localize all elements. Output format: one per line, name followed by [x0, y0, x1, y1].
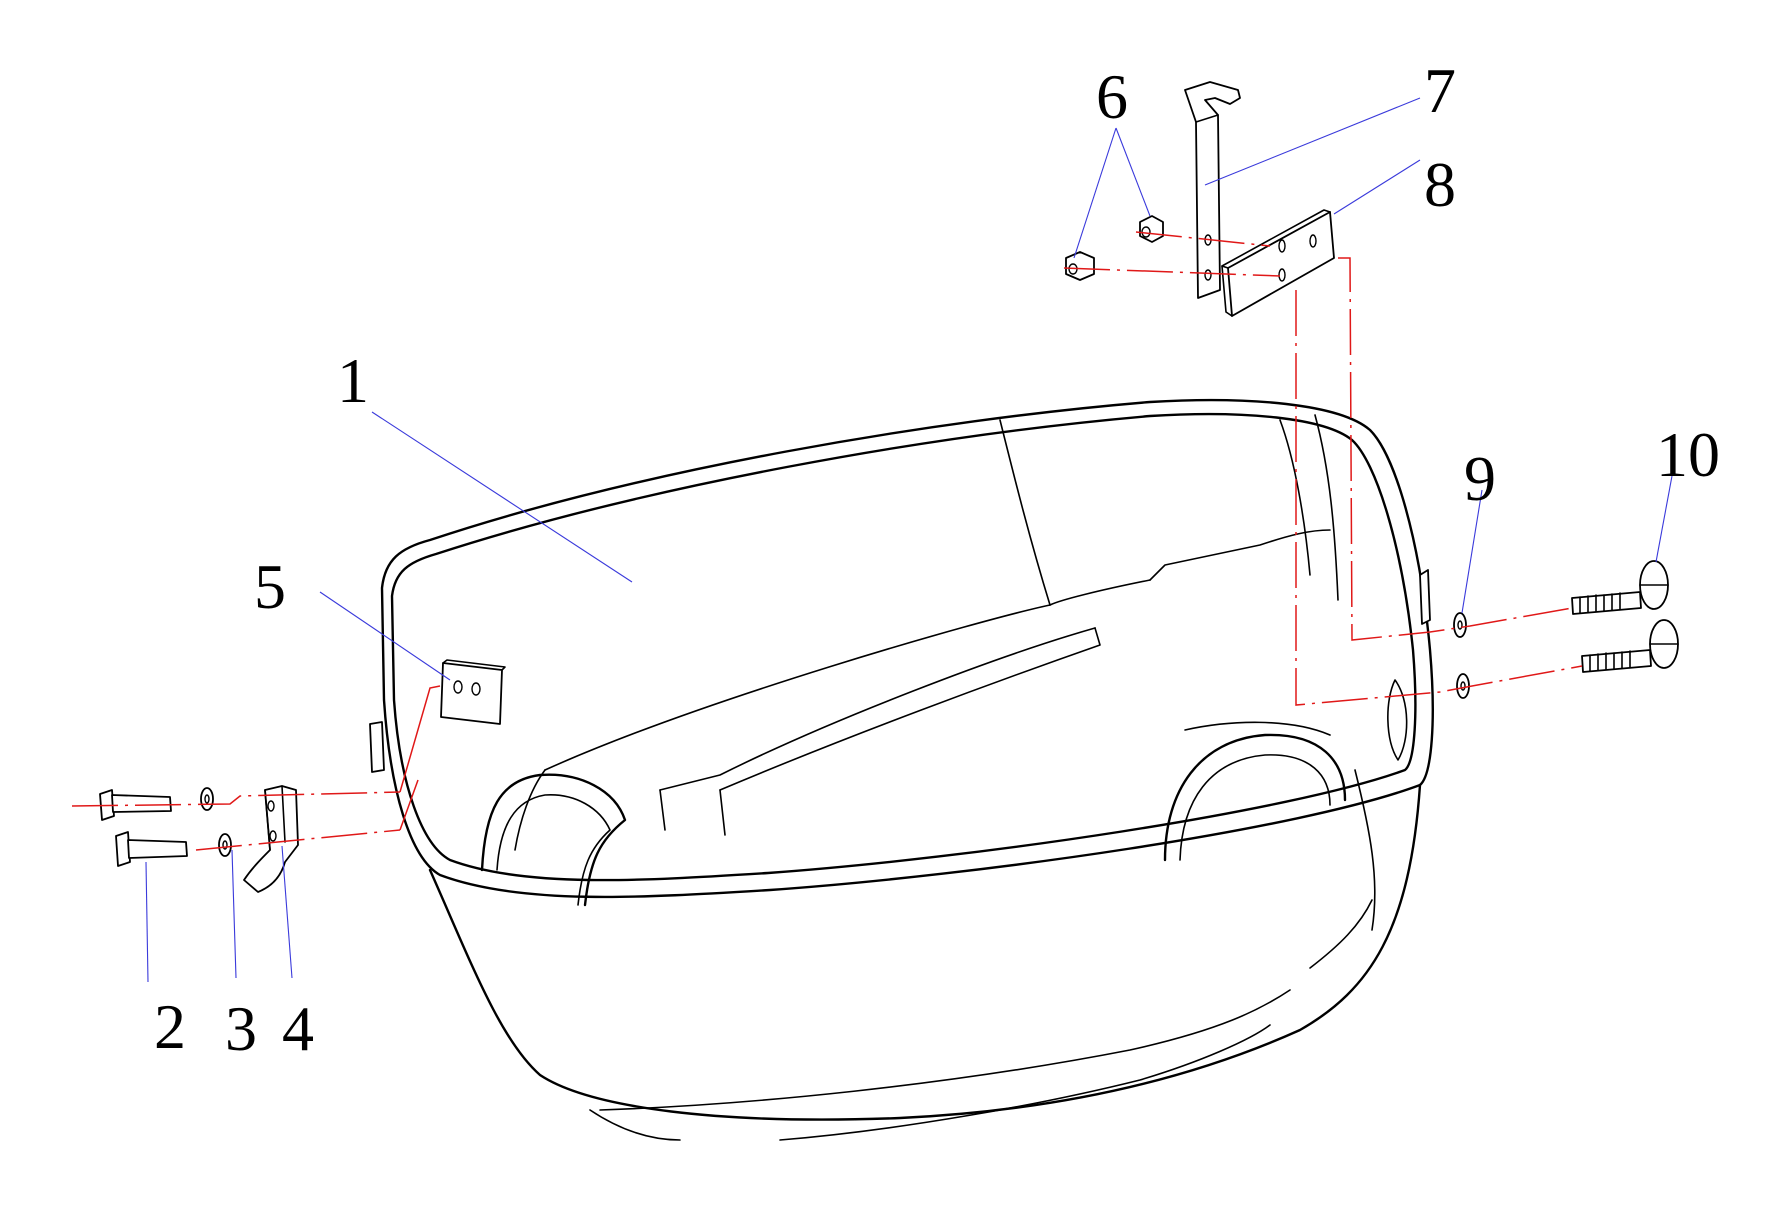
- part-6-nut-lower: [1065, 251, 1095, 281]
- callout-4: 4: [282, 993, 314, 1064]
- leader-3: [231, 849, 237, 979]
- part-9-washer-upper: [1453, 612, 1467, 638]
- callout-9: 9: [1464, 443, 1496, 514]
- leader-6b: [1115, 127, 1151, 217]
- callout-7: 7: [1424, 55, 1456, 126]
- part-7-hook-bracket: [1184, 81, 1241, 299]
- part-10-screw-lower: [1581, 619, 1679, 673]
- callout-8: 8: [1424, 149, 1456, 220]
- leader-4: [281, 845, 293, 979]
- part-6-nut-upper: [1139, 215, 1164, 243]
- callout-2: 2: [154, 991, 186, 1062]
- leader-10: [1655, 475, 1673, 563]
- callout-10: 10: [1656, 419, 1720, 490]
- leader-1: [371, 411, 633, 583]
- part-8-plate: [1221, 209, 1335, 317]
- leader-7: [1204, 97, 1421, 186]
- part-10-screw-upper: [1571, 560, 1669, 615]
- leader-2: [145, 861, 149, 983]
- callout-labels: 1 2 3 4 5 6 7 8 9 10: [154, 55, 1720, 1064]
- callout-3: 3: [225, 993, 257, 1064]
- leader-9: [1461, 489, 1483, 614]
- part-2-bolt-lower: [115, 831, 188, 867]
- part-5-plate: [440, 659, 506, 725]
- leader-6a: [1073, 127, 1117, 259]
- leader-lines: [145, 97, 1673, 983]
- leader-5: [319, 591, 451, 681]
- part-3-washer-upper: [200, 787, 214, 811]
- part-2-bolt-upper: [99, 789, 172, 821]
- callout-6: 6: [1096, 61, 1128, 132]
- part-3-washer-lower: [218, 833, 232, 857]
- part-9-washer-lower: [1456, 673, 1470, 699]
- leader-8: [1333, 159, 1421, 215]
- assembly-axes: [71, 231, 1583, 851]
- callout-5: 5: [254, 551, 286, 622]
- part-1-shell: [369, 398, 1434, 1141]
- callout-1: 1: [337, 345, 369, 416]
- part-4-bracket: [243, 785, 299, 893]
